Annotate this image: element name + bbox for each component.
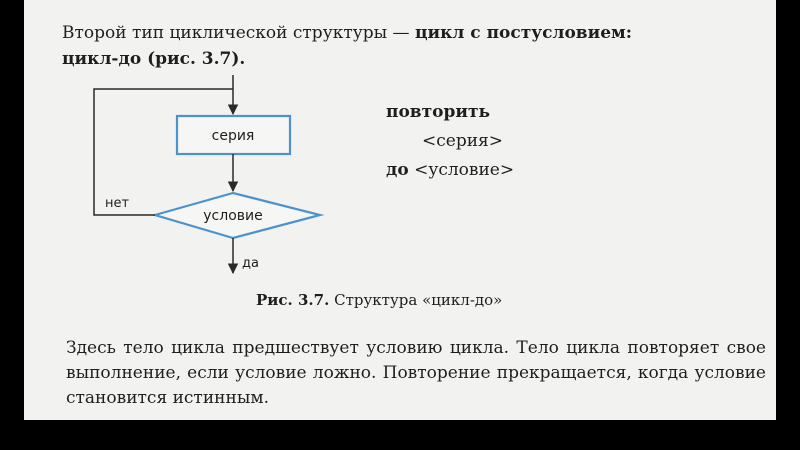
flowchart-diagram: серия условие нет да <box>93 75 325 275</box>
no-branch-label: нет <box>105 196 129 211</box>
body-paragraph: Здесь тело цикла предшествует условию ци… <box>66 338 766 408</box>
process-box-label: серия <box>212 128 255 144</box>
intro-term-cycle-do: цикл-до (рис. 3.7). <box>62 49 245 69</box>
pseudocode-series: <серия> <box>422 131 504 151</box>
figure-caption-number: Рис. 3.7. <box>256 291 330 309</box>
figure-caption: Рис. 3.7. Структура «цикл-до» <box>256 291 502 309</box>
pseudocode-until-keyword: до <box>386 160 409 180</box>
intro-paragraph: Второй тип циклической структуры — цикл … <box>62 20 762 72</box>
figure-caption-text: Структура «цикл-до» <box>334 291 503 309</box>
textbook-page: Второй тип циклической структуры — цикл … <box>24 0 776 420</box>
decision-diamond <box>151 191 325 240</box>
no-branch-loop <box>93 88 233 216</box>
pseudocode-until-line: до <условие> <box>386 156 514 185</box>
intro-text-start: Второй тип циклической структуры — <box>62 23 410 43</box>
intro-text-end: цикл-до (рис. 3.7). <box>62 49 246 69</box>
decision-label: условие <box>203 208 262 224</box>
yes-branch-label: да <box>242 256 259 271</box>
intro-term-bold: цикл с постусловием: <box>414 23 633 43</box>
pseudocode-repeat-keyword: повторить <box>386 102 491 122</box>
pseudocode-block: повторить <серия> до <условие> <box>386 98 514 185</box>
pseudocode-condition: <условие> <box>414 160 515 180</box>
